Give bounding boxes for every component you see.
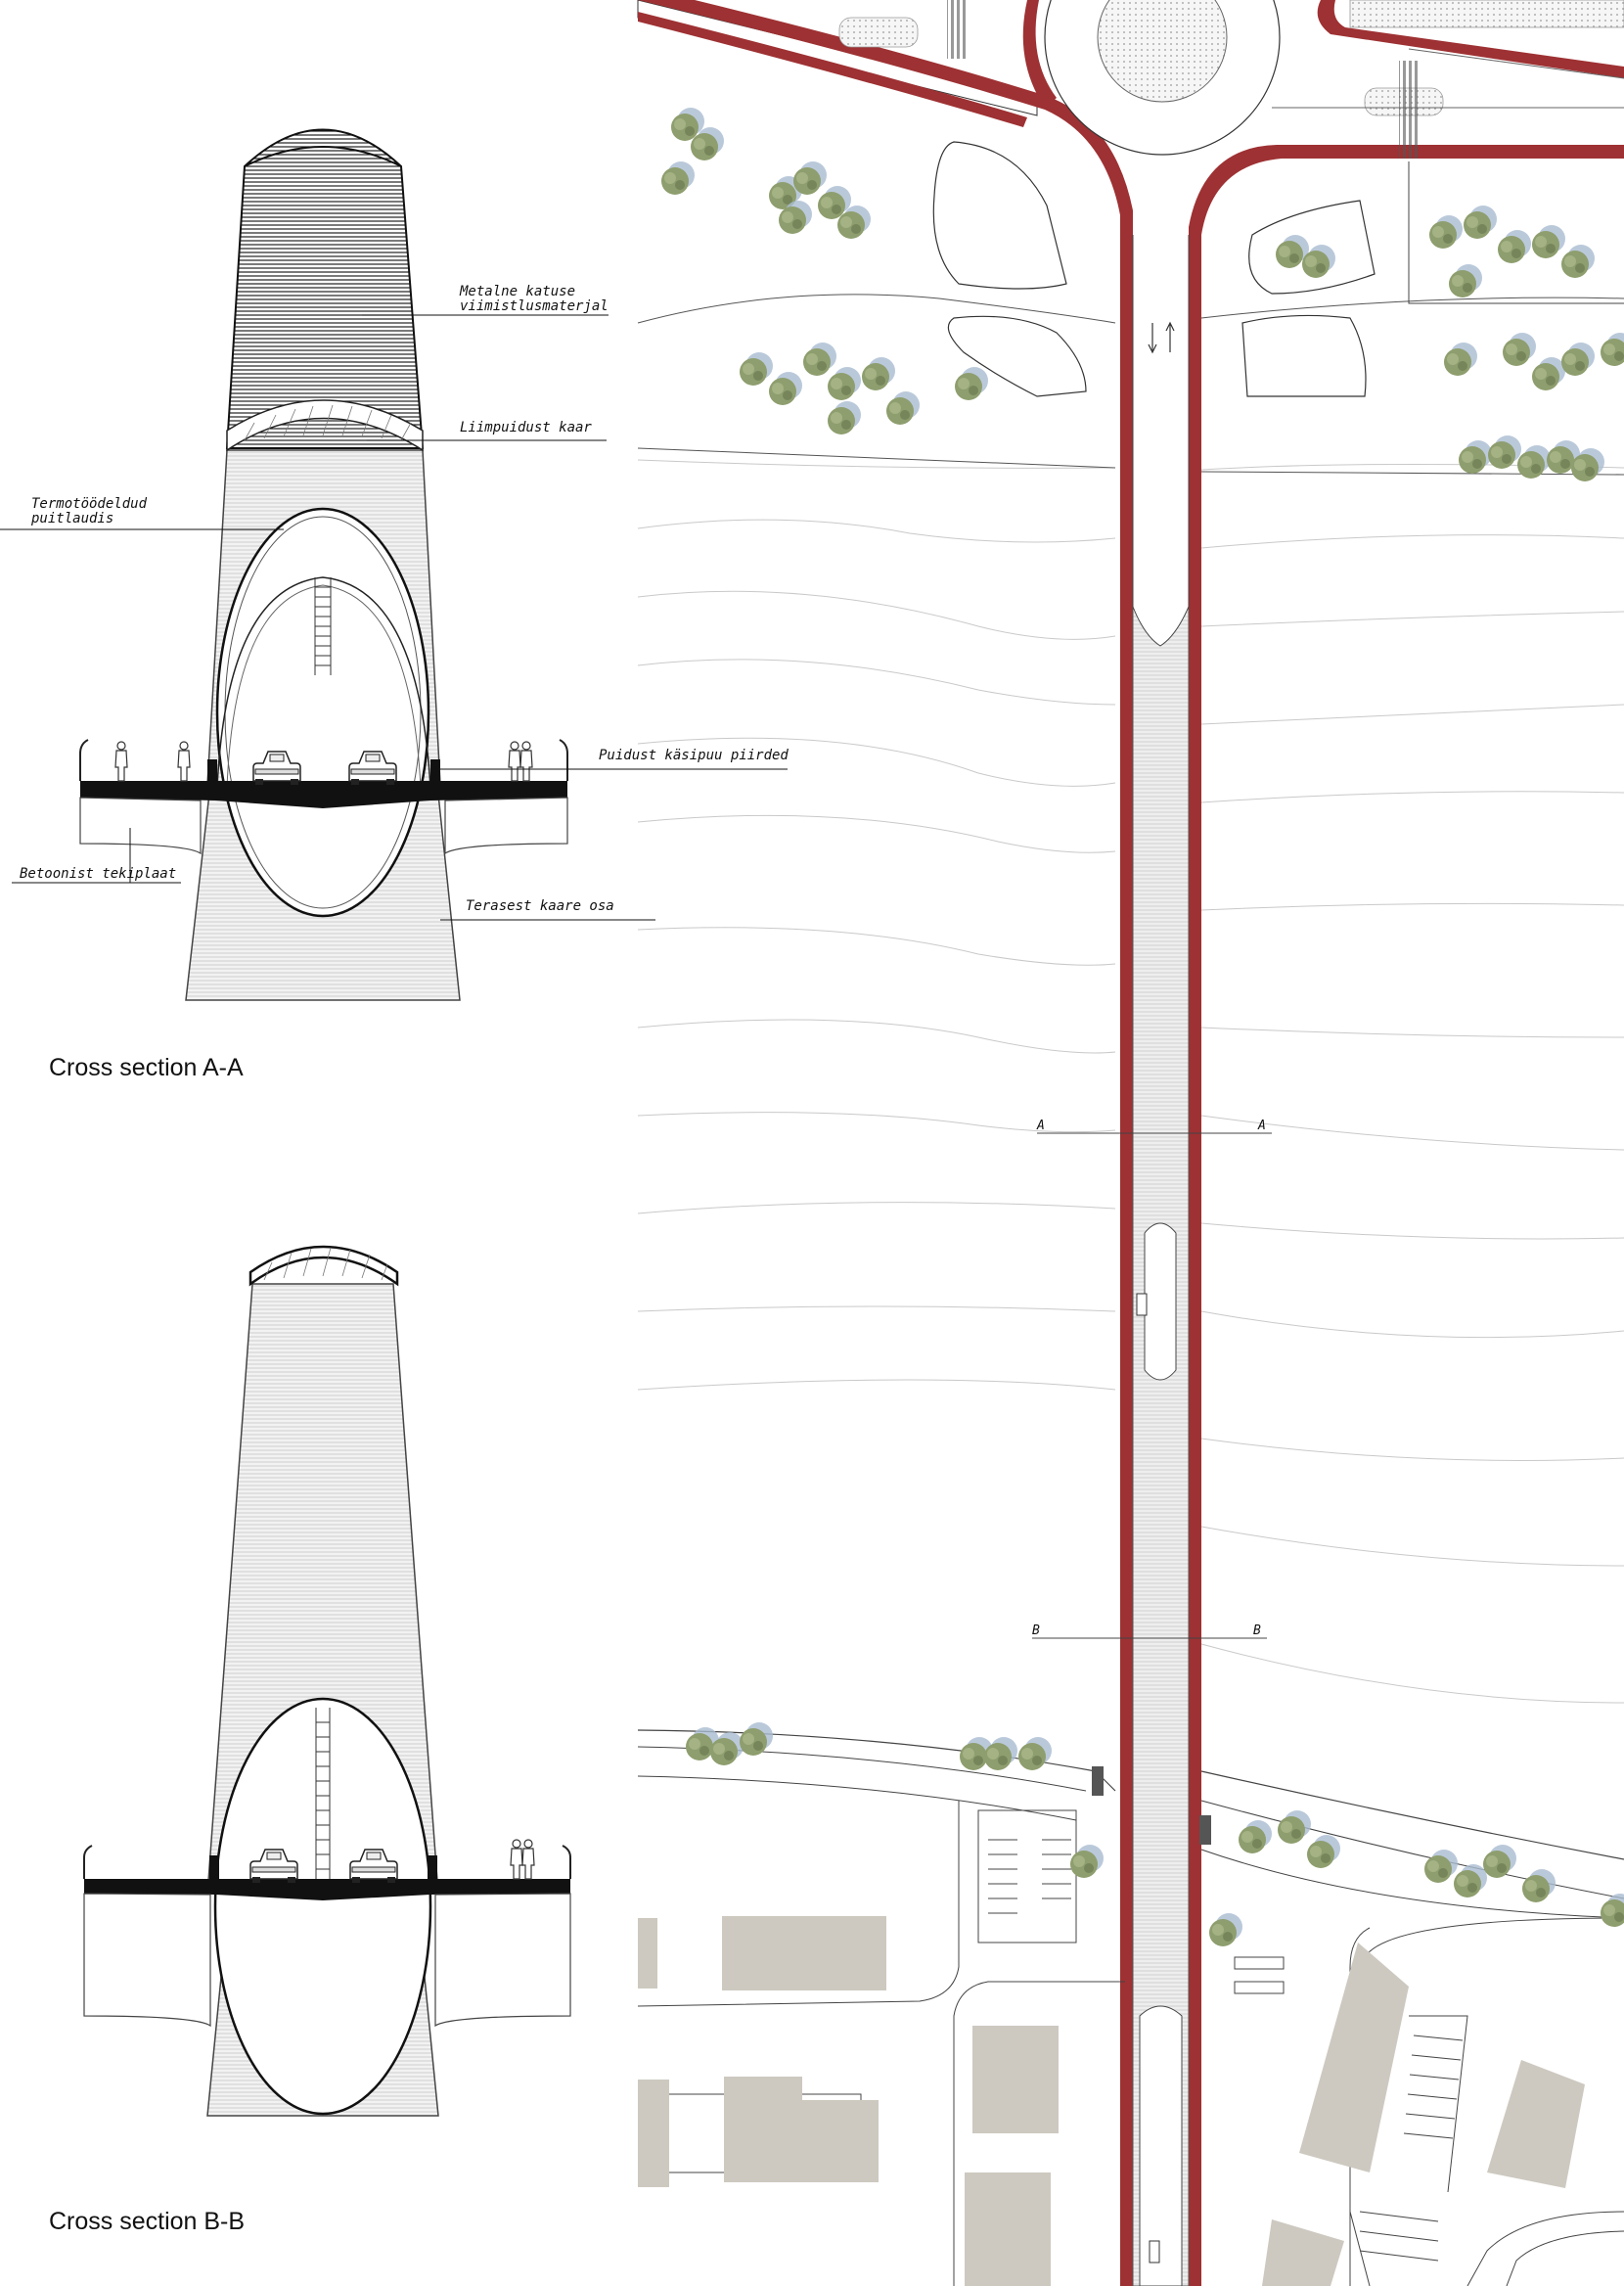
section-mark-a-right: A <box>1257 1119 1266 1133</box>
cross-section-a: Metalne katuse viimistlusmaterjal Liimpu… <box>0 128 789 1081</box>
buildings <box>638 1916 1585 2286</box>
ladder-a <box>314 577 332 675</box>
ladder-b <box>315 1708 331 1889</box>
pedestrian-icon <box>521 1839 535 1880</box>
bikeway-left-outer <box>638 12 1027 127</box>
deck-slab-a <box>80 781 567 808</box>
label-roof-finish-2: viimistlusmaterjal <box>460 298 609 314</box>
pedestrian-icon <box>510 1839 523 1880</box>
ellipse-opening-b <box>213 1697 432 2116</box>
deck-slab-b <box>84 1879 570 1900</box>
section-b-title: Cross section B-B <box>49 2208 245 2235</box>
ellipse-opening-a <box>215 507 430 918</box>
label-deck-slab: Betoonist tekiplaat <box>20 866 176 882</box>
pedestrian-icon <box>114 741 128 782</box>
section-mark-b: B B <box>1032 1623 1267 1639</box>
section-mark-a-left: A <box>1036 1119 1045 1133</box>
label-glulam-arch: Liimpuidust kaar <box>460 420 592 435</box>
label-thermo-1: Termotöödeldud <box>31 496 148 512</box>
cross-section-b: Cross section B-B <box>49 1245 571 2235</box>
pedestrian-icon <box>519 741 533 782</box>
top-arch-b <box>248 1245 399 1287</box>
label-thermo-2: puitlaudis <box>30 511 113 526</box>
section-mark-b-left: B <box>1032 1623 1040 1638</box>
section-a-title: Cross section A-A <box>49 1054 244 1081</box>
section-mark-b-right: B <box>1253 1623 1261 1638</box>
site-plan: A A B B <box>637 0 1624 2286</box>
terrain-contours <box>637 459 1624 1704</box>
label-handrail: Puidust käsipuu piirded <box>599 748 789 763</box>
cyclist-icon <box>177 741 191 782</box>
label-steel-arch: Terasest kaare osa <box>466 898 614 914</box>
label-roof-finish-1: Metalne katuse <box>459 284 575 299</box>
pedestrian-icon <box>508 741 521 782</box>
section-mark-a: A A <box>1036 1119 1272 1134</box>
